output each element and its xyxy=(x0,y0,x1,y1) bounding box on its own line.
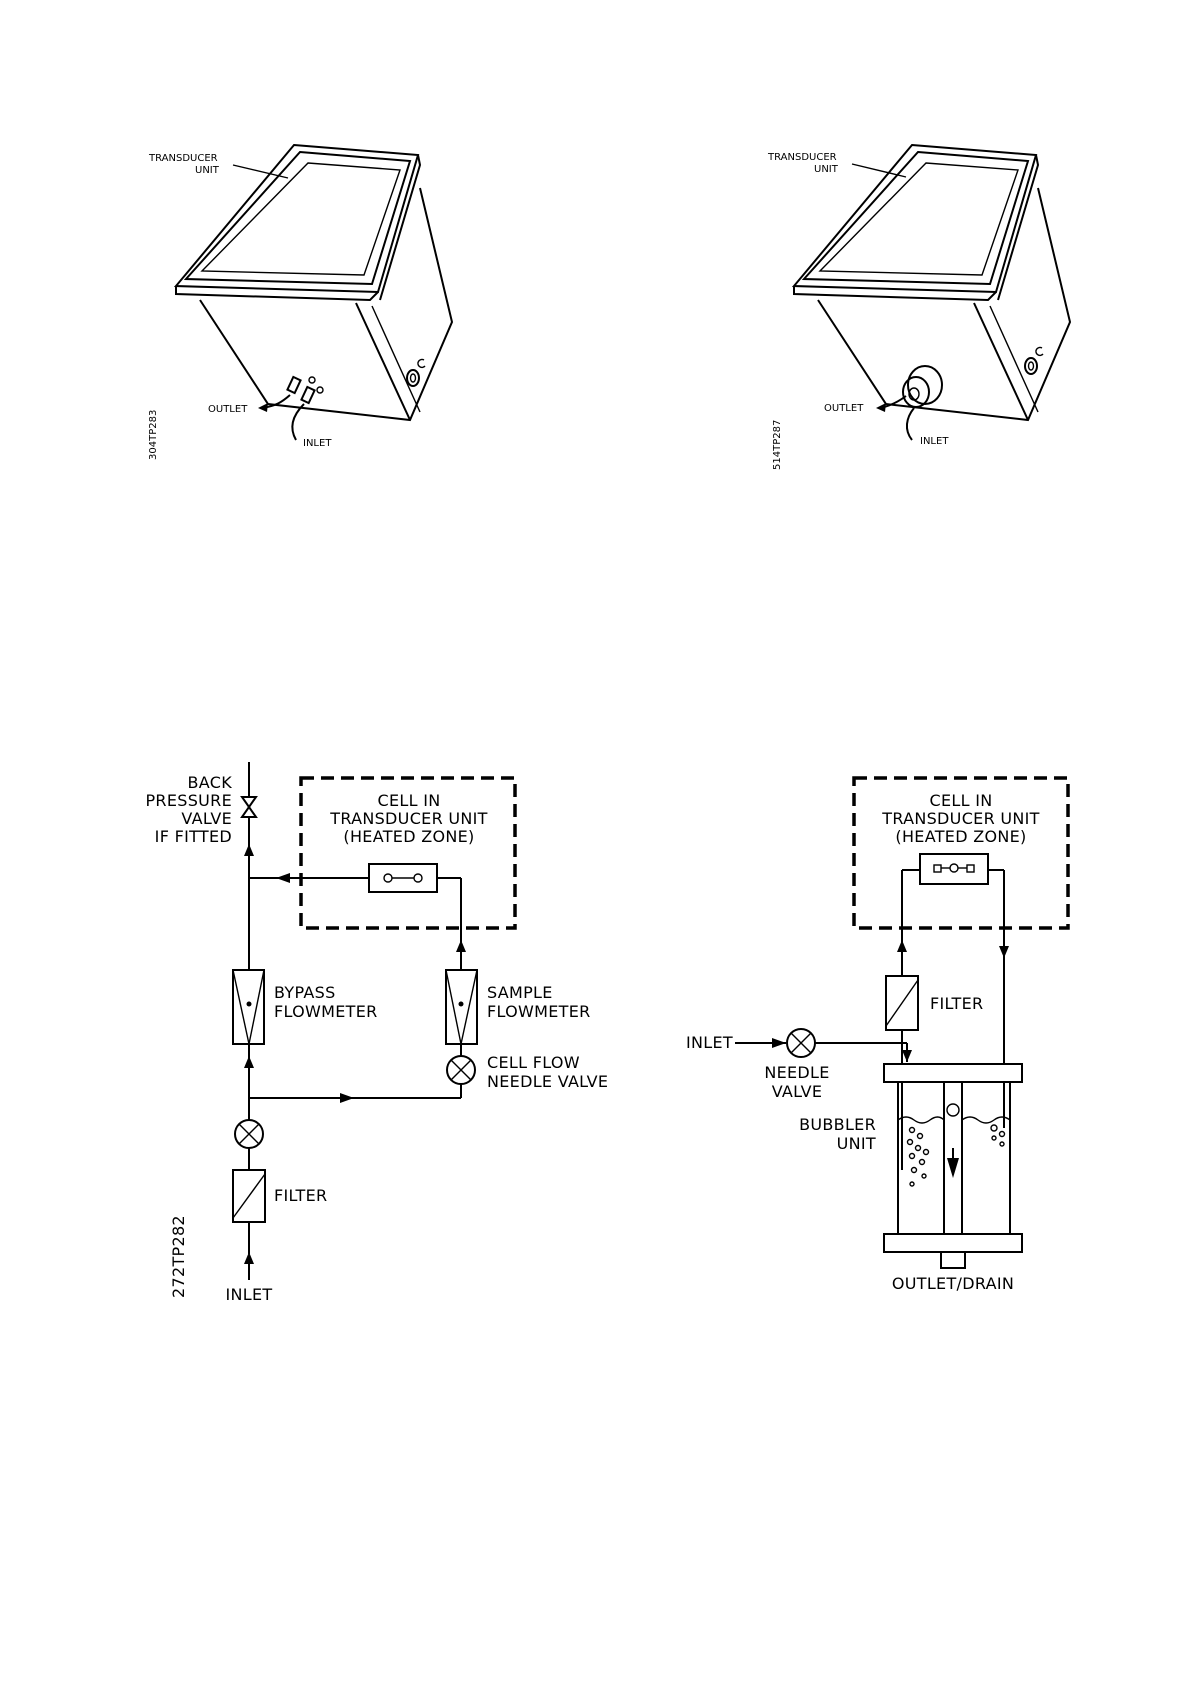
sample-label-line-1: SAMPLE xyxy=(487,983,553,1002)
transducer-label-line-2: UNIT xyxy=(814,164,839,175)
bubbler-label-line-1: BUBBLER xyxy=(799,1115,876,1134)
transducer-unit-drawing xyxy=(173,143,454,441)
outlet-drain-label: OUTLET/DRAIN xyxy=(892,1274,1014,1293)
back-pressure-label-line-1: BACK xyxy=(187,773,232,792)
heated-zone-boundary xyxy=(852,776,1070,930)
filter-icon xyxy=(885,975,919,1031)
flow-diagram-bypass: CELL IN TRANSDUCER UNIT (HEATED ZONE) xyxy=(145,762,608,1304)
figure-transducer-fittings: TRANSDUCER UNIT OUTLET INLET 304TP283 xyxy=(148,143,454,460)
cell-icon xyxy=(919,853,989,885)
cell-label-line-2: TRANSDUCER UNIT xyxy=(329,809,488,828)
sample-label-line-2: FLOWMETER xyxy=(487,1002,591,1021)
needle-label-line-1: CELL FLOW xyxy=(487,1053,580,1072)
needle-label-line-2: VALVE xyxy=(772,1082,823,1101)
needle-label-line-1: NEEDLE xyxy=(764,1063,829,1082)
inlet-label: INLET xyxy=(920,436,949,447)
heated-zone-boundary xyxy=(299,776,517,930)
cell-label-line-3: (HEATED ZONE) xyxy=(343,827,474,846)
bubbler-label-line-2: UNIT xyxy=(837,1134,876,1153)
cell-label-line-3: (HEATED ZONE) xyxy=(895,827,1026,846)
bubbler-unit-icon xyxy=(883,1063,1023,1269)
bypass-flowmeter-icon xyxy=(232,969,265,1045)
bubbles-icon xyxy=(906,1124,1006,1187)
fittings-icon xyxy=(286,375,324,405)
cell-label-line-1: CELL IN xyxy=(378,791,441,810)
cell-flow-needle-valve-icon xyxy=(446,1055,476,1085)
transducer-label-line-2: UNIT xyxy=(195,165,220,176)
outlet-label: OUTLET xyxy=(824,403,864,414)
needle-label-line-2: NEEDLE VALVE xyxy=(487,1072,608,1091)
transducer-label-line-1: TRANSDUCER xyxy=(767,152,837,163)
figure-reference: 514TP287 xyxy=(772,420,783,470)
back-pressure-label-line-3: VALVE xyxy=(181,809,232,828)
filter-label: FILTER xyxy=(930,994,983,1013)
bypass-label-line-1: BYPASS xyxy=(274,983,336,1002)
back-pressure-valve-icon xyxy=(240,796,258,818)
back-pressure-label-line-2: PRESSURE xyxy=(145,791,232,810)
figure-reference: 304TP283 xyxy=(148,410,159,460)
inlet-label: INLET xyxy=(226,1285,273,1304)
bubbler-fitting-icon xyxy=(902,365,943,408)
filter-icon xyxy=(232,1169,266,1223)
figure-transducer-bubbler: TRANSDUCER UNIT OUTLET INLET 514TP287 xyxy=(767,143,1072,470)
transducer-label-line-1: TRANSDUCER xyxy=(148,153,218,164)
inlet-label: INLET xyxy=(303,438,332,449)
cell-label-line-2: TRANSDUCER UNIT xyxy=(881,809,1040,828)
figure-reference: 272TP282 xyxy=(169,1215,188,1298)
needle-valve-icon xyxy=(786,1028,816,1058)
flow-diagram-bubbler: CELL IN TRANSDUCER UNIT (HEATED ZONE) FI… xyxy=(686,776,1070,1293)
main-needle-valve-icon xyxy=(234,1119,264,1149)
sample-flowmeter-icon xyxy=(445,969,478,1045)
bypass-label-line-2: FLOWMETER xyxy=(274,1002,378,1021)
back-pressure-label-line-4: IF FITTED xyxy=(155,827,232,846)
outlet-label: OUTLET xyxy=(208,404,248,415)
cell-icon xyxy=(368,863,438,893)
transducer-unit-drawing-2 xyxy=(791,143,1072,441)
inlet-label: INLET xyxy=(686,1033,733,1052)
cell-label-line-1: CELL IN xyxy=(930,791,993,810)
filter-label: FILTER xyxy=(274,1186,327,1205)
